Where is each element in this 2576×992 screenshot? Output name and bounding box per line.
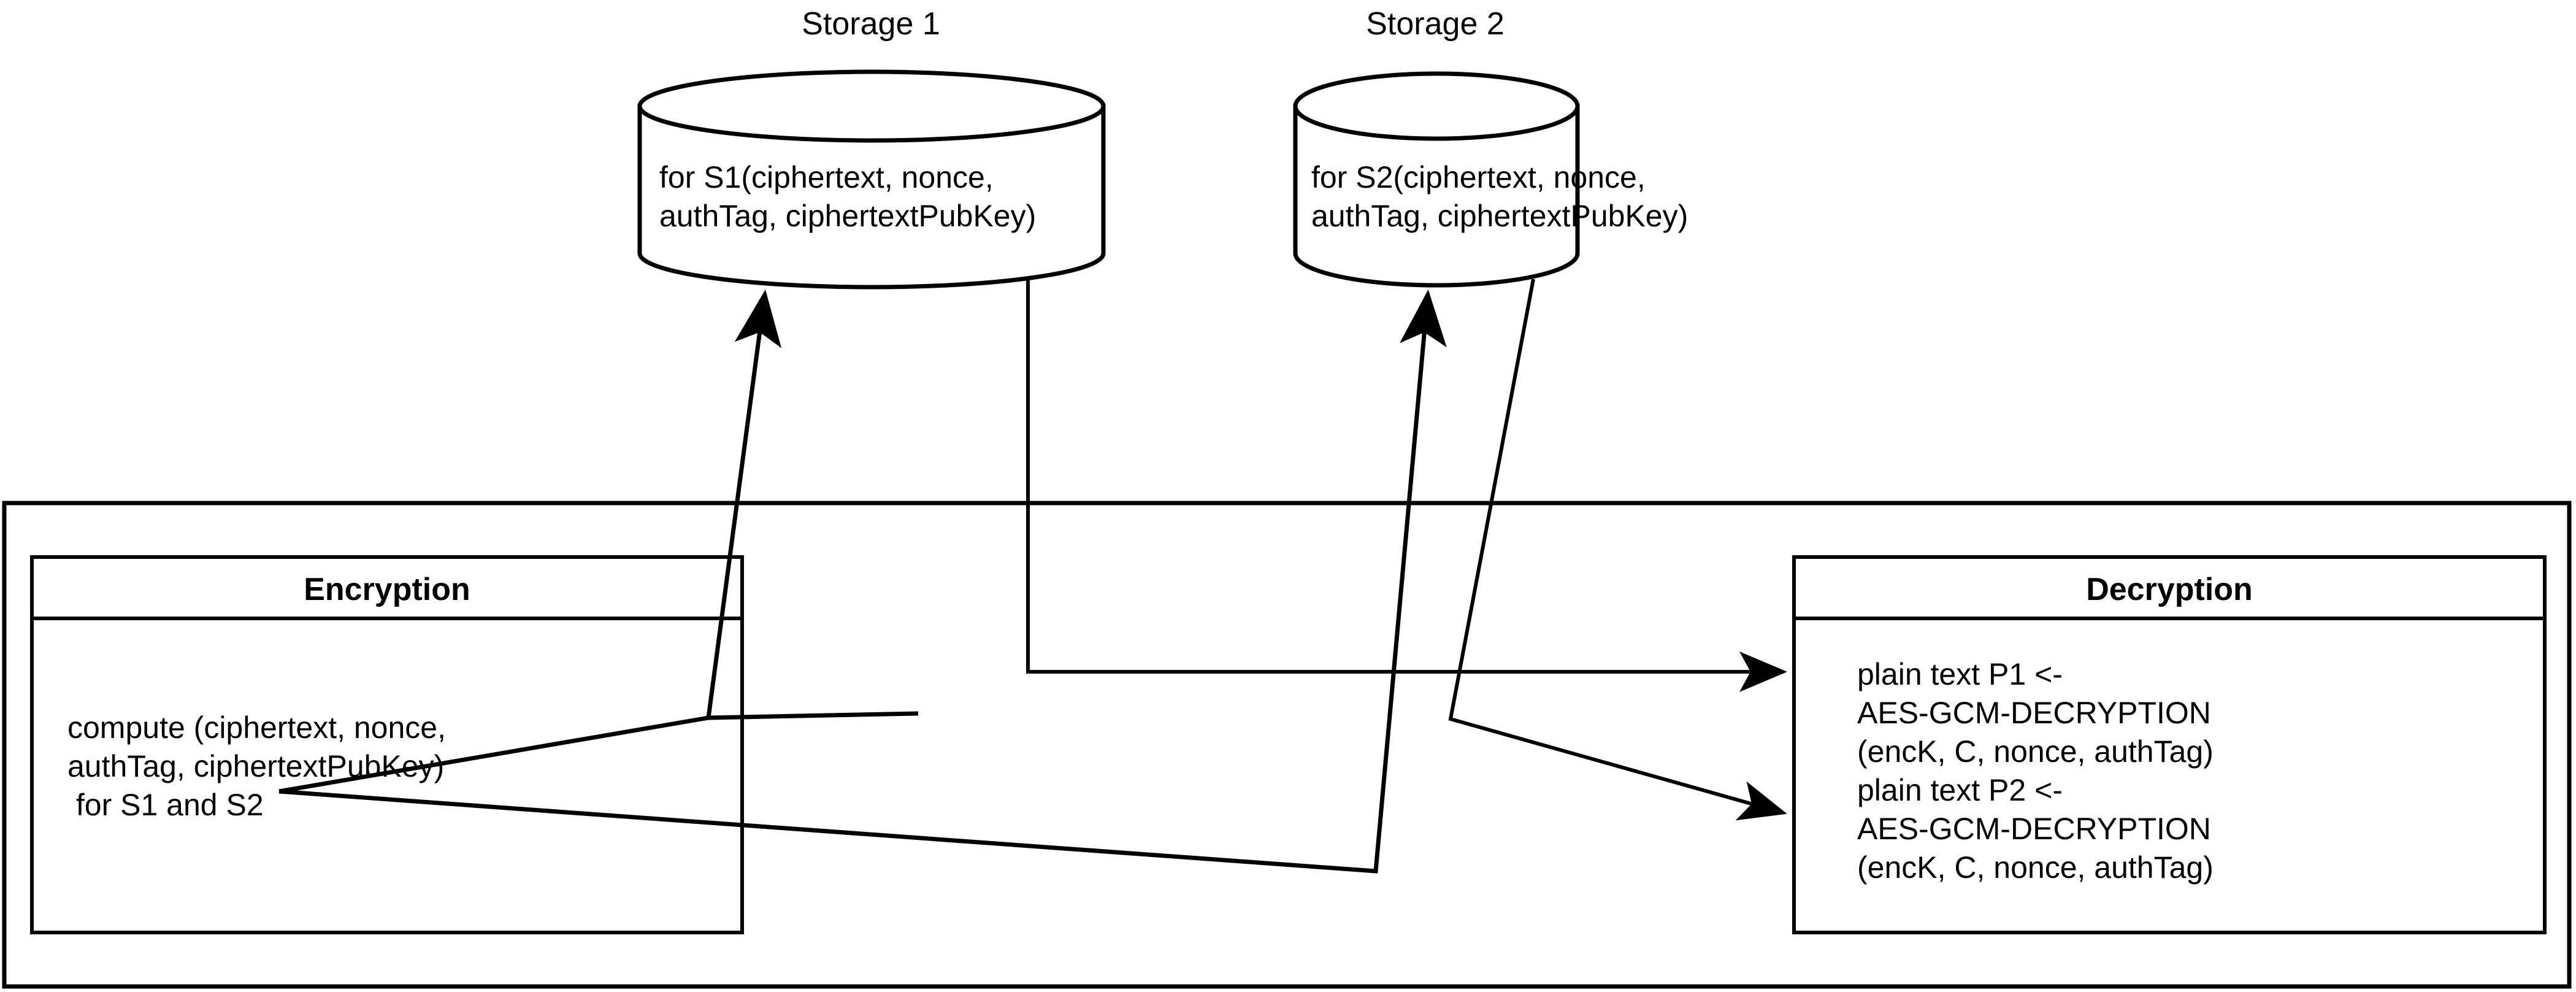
storage-1-cylinder-icon[interactable] bbox=[637, 69, 1106, 290]
storage-1-body-line-1: for S1(ciphertext, nonce, bbox=[659, 160, 994, 194]
encryption-body-line-3: for S1 and S2 bbox=[67, 788, 264, 822]
decryption-body-line-5: AES-GCM-DECRYPTION bbox=[1857, 812, 2211, 846]
decryption-body-line-4: plain text P2 <- bbox=[1857, 773, 2063, 807]
decryption-body-line-3: (encK, C, nonce, authTag) bbox=[1857, 734, 2214, 769]
storage-1-title: Storage 1 bbox=[802, 6, 940, 42]
encryption-body-line-1: compute (ciphertext, nonce, bbox=[67, 710, 446, 745]
decryption-box-title: Decryption bbox=[2086, 572, 2253, 607]
storage-1-body-line-2: authTag, ciphertextPubKey) bbox=[659, 199, 1037, 233]
encryption-box-title: Encryption bbox=[304, 572, 470, 607]
connector-storage1-to-p1 bbox=[1026, 279, 1787, 692]
decryption-body-line-2: AES-GCM-DECRYPTION bbox=[1857, 696, 2211, 730]
storage-2-body-line-2: authTag, ciphertextPubKey) bbox=[1311, 199, 1689, 233]
storage-2-cylinder-icon[interactable] bbox=[1293, 71, 1580, 288]
connector-storage2-to-p2 bbox=[1448, 279, 1787, 821]
outer-container-box bbox=[2, 501, 2572, 989]
connector-encryption-to-storage2 bbox=[278, 290, 1447, 874]
storage-2-title: Storage 2 bbox=[1366, 6, 1505, 42]
storage-2-body-line-1: for S2(ciphertext, nonce, bbox=[1311, 160, 1646, 194]
encryption-body-line-2: authTag, ciphertextPubKey) bbox=[67, 749, 445, 783]
decryption-body-line-6: (encK, C, nonce, authTag) bbox=[1857, 850, 2214, 885]
encryption-outflow-line bbox=[278, 715, 709, 794]
decryption-body-line-1: plain text P1 <- bbox=[1857, 657, 2063, 691]
